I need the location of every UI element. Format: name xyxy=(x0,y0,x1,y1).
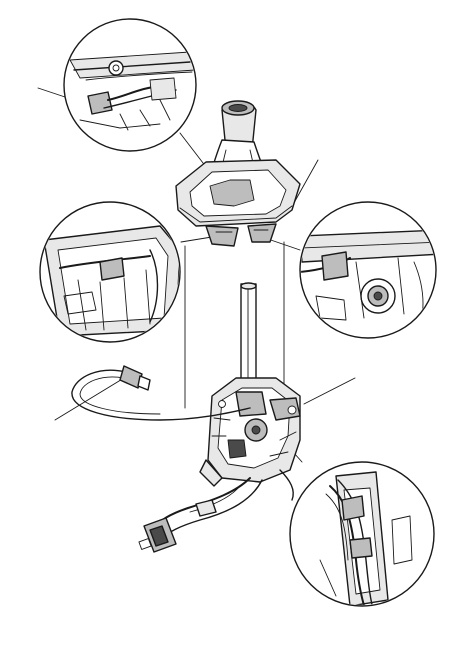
shifter-assembly xyxy=(199,377,301,487)
leader-shifter-right xyxy=(303,377,356,405)
panel-clip-icon xyxy=(99,257,125,281)
right-clip-icon xyxy=(321,251,349,281)
wire-harness xyxy=(151,469,294,541)
leader-connector xyxy=(54,377,125,421)
harness-connector xyxy=(138,517,177,553)
cable-end-icon xyxy=(119,365,143,389)
harness-retainer-icon xyxy=(341,495,365,521)
detail-left-panel-underside xyxy=(39,201,181,343)
console-trim-panel xyxy=(175,159,301,247)
remote-cable xyxy=(71,365,251,421)
harness-clip-icon xyxy=(87,91,113,115)
detail-right-panel-clip xyxy=(299,201,437,339)
detail-top-harness-clip xyxy=(63,18,197,152)
detail-bottom-harness-routing xyxy=(289,461,435,607)
leader-lines xyxy=(37,87,356,463)
